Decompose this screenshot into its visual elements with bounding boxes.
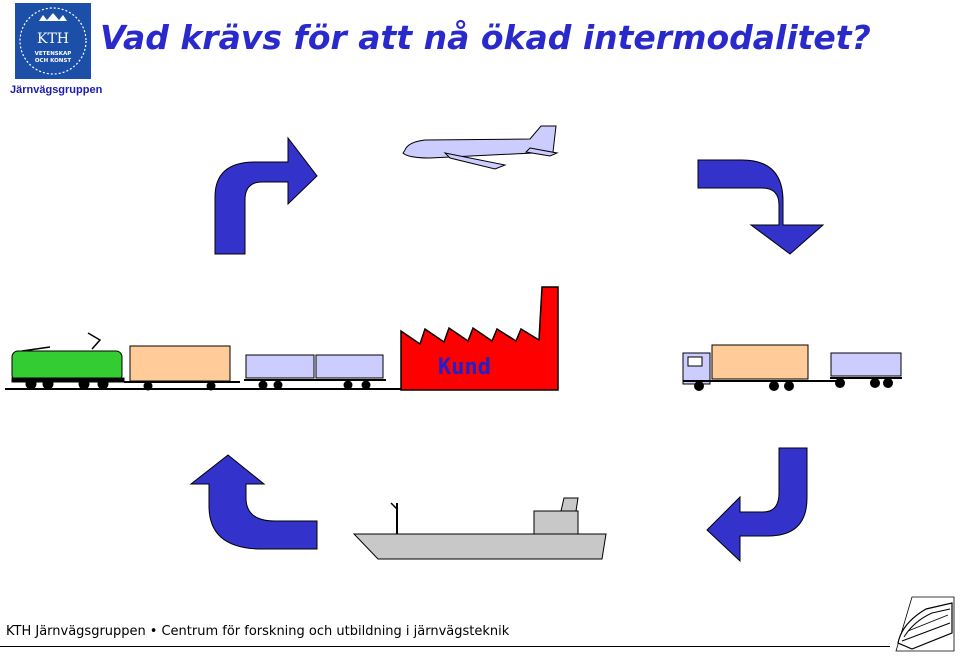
footer: KTH Järnvägsgruppen •Centrum för forsknin…	[6, 624, 509, 639]
arrow-right-down-icon	[698, 160, 823, 254]
arrow-up-right-icon	[215, 138, 317, 254]
customer-label: Kund	[438, 355, 491, 380]
arrow-down-left-icon	[707, 448, 807, 561]
airplane-icon	[403, 126, 557, 169]
footer-left: KTH Järnvägsgruppen	[6, 624, 146, 639]
ship-icon	[354, 498, 606, 559]
train-icon	[5, 333, 405, 390]
footer-right: Centrum för forskning och utbildning i j…	[161, 624, 509, 639]
truck-icon	[683, 345, 902, 391]
arrow-left-up-icon	[191, 455, 317, 549]
footer-divider	[0, 646, 890, 647]
high-speed-train-icon	[892, 593, 958, 653]
footer-separator: •	[150, 624, 158, 639]
